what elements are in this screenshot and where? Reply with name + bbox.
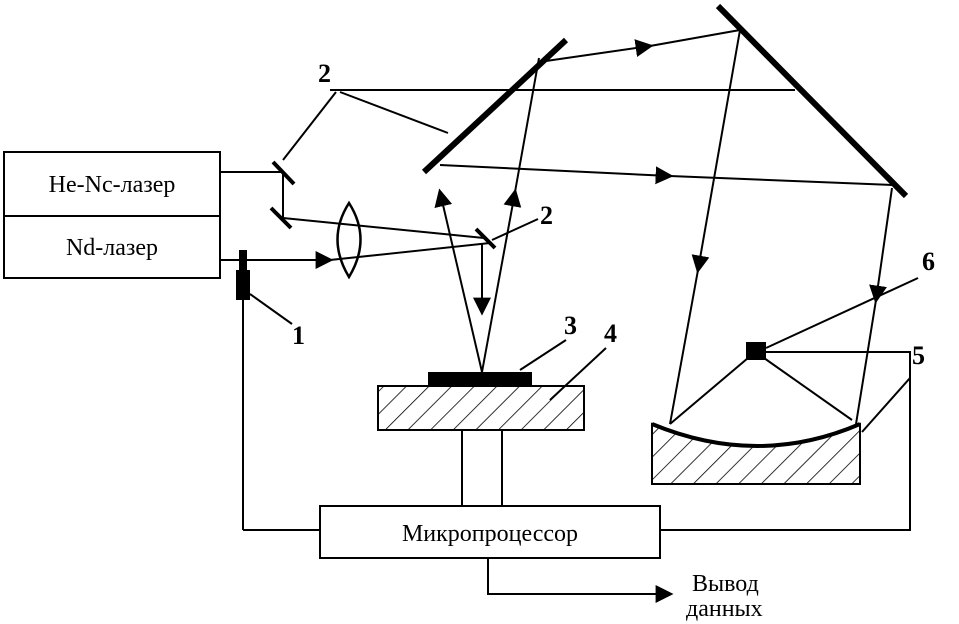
turning-mirror-bottom bbox=[269, 206, 293, 230]
laser-block: He-Nc-лазер Nd-лазер bbox=[3, 151, 221, 279]
label-2-mid: 2 bbox=[540, 201, 553, 230]
sample-stage-4 bbox=[377, 385, 585, 431]
focusing-lens bbox=[336, 200, 362, 280]
he-ne-laser-box bbox=[3, 151, 221, 217]
upper-beams bbox=[330, 29, 893, 425]
output-label-line1: Вывод bbox=[692, 571, 759, 597]
sample-3 bbox=[428, 372, 532, 386]
small-mirror-2 bbox=[474, 227, 497, 250]
turning-mirror-top bbox=[271, 160, 296, 186]
label-3: 3 bbox=[564, 311, 577, 340]
label-6: 6 bbox=[922, 247, 935, 276]
spherical-mirror-5 bbox=[651, 422, 861, 485]
output-label-line2: данных bbox=[686, 596, 763, 622]
microprocessor-box bbox=[319, 505, 661, 559]
label-4: 4 bbox=[604, 319, 617, 348]
nd-laser-label: Nd-лазер bbox=[66, 235, 158, 261]
large-mirror-left bbox=[421, 37, 569, 175]
label-5: 5 bbox=[912, 341, 925, 370]
label-1: 1 bbox=[292, 321, 305, 350]
sample-beams bbox=[434, 57, 540, 373]
he-ne-laser-label: He-Nc-лазер bbox=[49, 172, 176, 198]
detector-6 bbox=[746, 342, 766, 360]
large-mirror-right bbox=[715, 3, 909, 199]
he-ne-beam bbox=[220, 171, 485, 239]
data-output-arrow bbox=[487, 558, 674, 603]
microprocessor-label: Микропроцессор bbox=[402, 521, 578, 547]
photodetector-1 bbox=[236, 250, 250, 530]
detector-wire bbox=[660, 351, 911, 531]
nd-laser-box bbox=[3, 215, 221, 279]
label-2-top: 2 bbox=[318, 59, 331, 88]
stage-support bbox=[461, 429, 503, 507]
